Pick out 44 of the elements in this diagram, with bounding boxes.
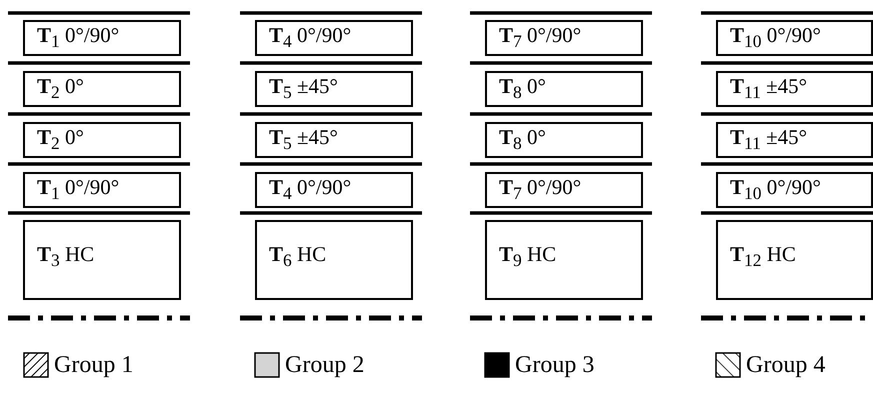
layer-label: T$_{12}$ HC <box>730 244 796 270</box>
legend-label: Group 3 <box>515 352 594 379</box>
layer-label: T$_{2}$ 0° <box>37 76 84 102</box>
layer-label: T$_{1}$ 0°/90° <box>37 177 120 203</box>
ply-layer-box <box>716 122 873 158</box>
layer-label: T$_{7}$ 0°/90° <box>499 25 582 51</box>
ply-layer-box <box>716 71 873 107</box>
legend-label: Group 2 <box>285 352 364 379</box>
ply-layer-box <box>255 172 413 208</box>
ply-layer-box <box>255 71 413 107</box>
layer-label: T$_{5}$ ±45° <box>269 76 338 102</box>
ply-layer-box <box>716 20 873 56</box>
ply-layer-box <box>23 122 181 158</box>
ply-layer-box <box>23 20 181 56</box>
layer-label: T$_{10}$ 0°/90° <box>730 177 821 203</box>
ply-layer-box <box>485 172 643 208</box>
layer-label: T$_{7}$ 0°/90° <box>499 177 582 203</box>
legend-label: Group 1 <box>54 352 134 379</box>
layer-label: T$_{2}$ 0° <box>37 127 84 153</box>
ply-layer-box <box>716 172 873 208</box>
ply-layer-box <box>23 71 181 107</box>
ply-layer-box <box>485 71 643 107</box>
layer-label: T$_{1}$ 0°/90° <box>37 25 120 51</box>
core-layer-box <box>485 220 643 300</box>
layer-label: T$_{8}$ 0° <box>499 127 546 153</box>
layer-label: T$_{9}$ HC <box>499 244 556 270</box>
layer-label: T$_{6}$ HC <box>269 244 326 270</box>
core-layer-box <box>23 220 181 300</box>
ply-layer-box <box>485 20 643 56</box>
ply-layer-box <box>485 122 643 158</box>
layer-label: T$_{5}$ ±45° <box>269 127 338 153</box>
ply-layer-box <box>255 122 413 158</box>
layer-label: T$_{10}$ 0°/90° <box>730 25 821 51</box>
layer-label: T$_{4}$ 0°/90° <box>269 25 352 51</box>
core-layer-box <box>716 220 873 300</box>
legend-label: Group 4 <box>746 352 826 379</box>
core-layer-box <box>255 220 413 300</box>
layer-label: T$_{11}$ ±45° <box>730 76 808 102</box>
layer-label: T$_{4}$ 0°/90° <box>269 177 352 203</box>
layer-label: T$_{3}$ HC <box>37 244 94 270</box>
ply-layer-box <box>255 20 413 56</box>
layer-label: T$_{8}$ 0° <box>499 76 546 102</box>
layer-label: T$_{11}$ ±45° <box>730 127 808 153</box>
ply-layer-box <box>23 172 181 208</box>
